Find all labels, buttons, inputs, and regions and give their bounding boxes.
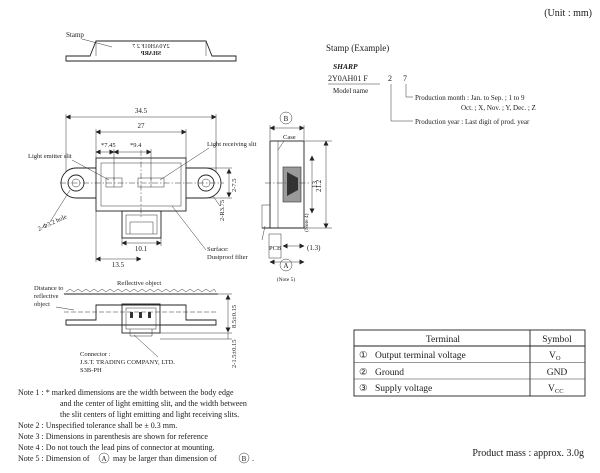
model-name-label: Model name (333, 87, 368, 95)
note-5-end: . (252, 454, 254, 463)
row-terminal-name: Ground (375, 368, 404, 378)
dim-27: 27 (138, 122, 146, 130)
production-month-label-2: Oct. ; X, Nov. ; Y, Dec. ; Z (461, 104, 536, 112)
dim-1-3: (1.3) (307, 244, 321, 252)
dim-2-r3-75: 2-R3.75 (219, 200, 226, 221)
row-symbol: VO (549, 351, 561, 362)
hole-label: 2-Φ3.2 hole (37, 213, 68, 233)
stamp-example: Stamp (Example) SHARP 2Y0AH01 F 2 7 Mode… (326, 43, 536, 126)
notes: Note 1 : * marked dimensions are the wid… (18, 388, 254, 464)
connector-spec-line-2: J.S.T. TRADING COMPANY, LTD. (80, 359, 175, 366)
dim-8-5: 8.5±0.15 (231, 305, 238, 328)
surface-label: Surface: (207, 246, 229, 253)
row-terminal-name: Supply voltage (375, 384, 432, 394)
note4-label: (Note 4) (303, 213, 310, 232)
note5-label: (Note 5) (277, 276, 296, 283)
unit-label: (Unit : mm) (544, 8, 592, 19)
front-view: 34.5 27 *7.45 *9.4 Light emitter (28, 107, 257, 269)
note-1-line-1: Note 1 : * marked dimensions are the wid… (18, 388, 234, 397)
note-1-line-2: and the center of light emitting slit, a… (60, 399, 247, 408)
dim-34-5: 34.5 (135, 107, 148, 115)
note-5-part-1: Note 5 : Dimension of (18, 454, 90, 463)
stamp-mirror-line-2: SHARP (141, 51, 162, 57)
terminal-header: Terminal (426, 335, 461, 345)
stamp-code-month: 7 (403, 74, 407, 83)
row-number: ② (359, 367, 368, 378)
distance-label-2: reflective (34, 293, 59, 300)
row-symbol: GND (547, 368, 568, 378)
dim-21-2: 21.2 (315, 179, 323, 192)
top-view: Stamp 2Y0AH01F 2 7 SHARP (65, 31, 237, 62)
note-4: Note 4 : Do not touch the lead pins of c… (18, 443, 215, 452)
symbol-header: Symbol (542, 335, 572, 345)
marker-a: A (283, 262, 288, 270)
dustproof-filter-label: Dustproof filter (207, 254, 248, 261)
bottom-view: Distance to reflective object Reflective… (34, 280, 238, 374)
note-5-part-2: may be larger than dimension of (113, 454, 217, 463)
note-3: Note 3 : Dimensions in parenthesis are s… (18, 432, 208, 441)
dim-13-5: 13.5 (112, 261, 125, 269)
connector-spec-line-1: Connector : (80, 351, 111, 358)
distance-label-1: Distance to (34, 285, 63, 292)
table-row: ③ Supply voltage VCC (359, 383, 564, 395)
stamp-label: Stamp (66, 31, 84, 39)
distance-label-3: object (34, 301, 50, 308)
mirrored-stamp: 2Y0AH01F 2 7 SHARP (132, 44, 169, 57)
table-row: ② Ground GND (359, 367, 567, 378)
row-number: ① (359, 350, 368, 361)
production-year-label: Production year : Last digit of prod. ye… (415, 118, 530, 126)
note-2: Note 2 : Unspecified tolerance shall be … (18, 421, 177, 430)
dim-2-1-5: 2-1.5±0.15 (231, 340, 238, 368)
product-mass: Product mass : approx. 3.0g (472, 448, 584, 459)
light-emitter-slit-label: Light emitter slit (28, 153, 72, 160)
stamp-logo: SHARP (333, 62, 358, 71)
side-view: B Case 13 21.2 (Note 4) PCB (1.3) A (Not… (261, 111, 332, 283)
note-5-marker-b: B (242, 455, 247, 463)
stamp-example-title: Stamp (Example) (326, 43, 389, 53)
dim-7-45: *7.45 (101, 142, 116, 149)
stamp-code-year: 2 (388, 74, 392, 83)
dim-2-7-5: 2-7.5 (231, 178, 238, 192)
table-row: ① Output terminal voltage VO (359, 350, 561, 362)
stamp-code-model: 2Y0AH01 F (328, 74, 368, 83)
connector-outline (121, 210, 162, 239)
pcb-label: PCB (269, 245, 282, 252)
production-month-label: Production month : Jan. to Sep. ; 1 to 9 (415, 94, 525, 102)
reflective-object-label: Reflective object (117, 280, 161, 287)
row-symbol: VCC (548, 384, 564, 395)
row-terminal-name: Output terminal voltage (375, 351, 466, 361)
dim-13: 13 (311, 181, 319, 189)
case-label: Case (283, 134, 296, 141)
marker-b: B (284, 115, 289, 123)
row-number: ③ (359, 383, 368, 394)
terminal-table: Terminal Symbol ① Output terminal voltag… (353, 329, 586, 397)
light-receiving-slit-label: Light receiving slit (207, 141, 257, 148)
note-5-marker-a: A (101, 455, 106, 463)
connector-spec-line-3: S3B-PH (80, 367, 102, 374)
dim-9-4: *9.4 (130, 142, 142, 149)
note-1-line-3: the slit centers of light emitting and l… (60, 410, 239, 419)
stamp-mirror-line-1: 2Y0AH01F 2 7 (132, 44, 169, 50)
dim-10-1: 10.1 (135, 245, 148, 253)
